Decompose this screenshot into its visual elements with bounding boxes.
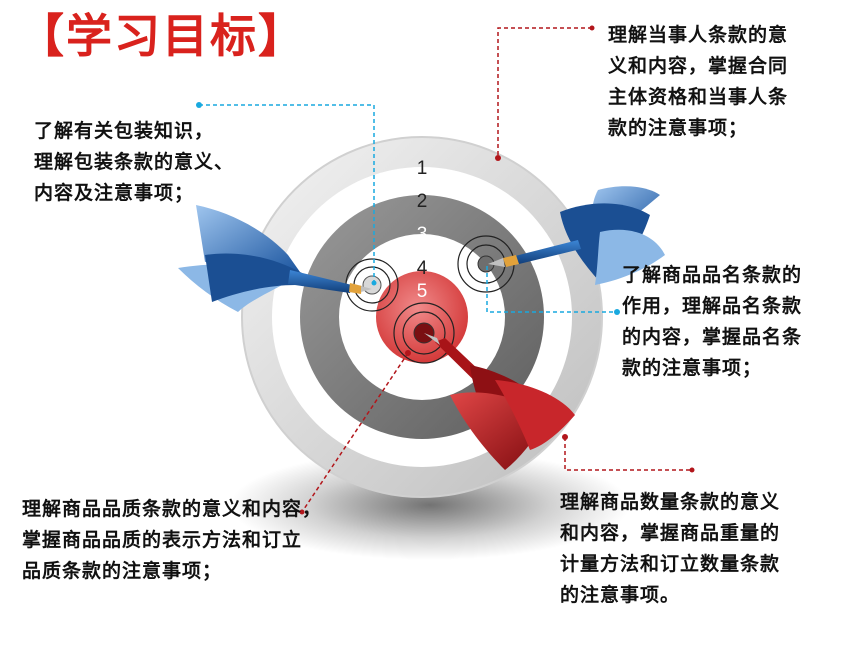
note-parties: 理解当事人条款的意 义和内容，掌握合同 主体资格和当事人条 款的注意事项； xyxy=(608,20,788,144)
note-line: 作用，理解品名条款 xyxy=(622,295,803,317)
connector-quantity xyxy=(562,434,695,473)
note-line: 品质条款的注意事项； xyxy=(22,560,223,582)
note-line: 和内容，掌握商品重量的 xyxy=(560,522,781,544)
note-name: 了解商品品名条款的 作用，理解品名条款 的内容，掌握品名条 款的注意事项； xyxy=(622,260,802,384)
ring-label-3: 3 xyxy=(417,224,428,245)
note-line: 款的注意事项； xyxy=(608,117,749,139)
note-line: 掌握商品品质的表示方法和订立 xyxy=(22,529,303,551)
note-line: 的注意事项。 xyxy=(560,584,681,606)
blue-dart-left xyxy=(178,205,372,312)
ring-label-4: 4 xyxy=(417,258,428,279)
blue-dart-right xyxy=(488,186,665,285)
connector-parties xyxy=(495,25,595,161)
note-line: 理解包装条款的意义、 xyxy=(34,151,235,173)
red-dart xyxy=(424,333,575,470)
note-quality: 理解商品品质条款的意义和内容， 掌握商品品质的表示方法和订立 品质条款的注意事项… xyxy=(22,494,322,587)
page-title: 【学习目标】 xyxy=(18,9,306,63)
note-quantity: 理解商品数量条款的意义 和内容，掌握商品重量的 计量方法和订立数量条款 的注意事… xyxy=(560,487,780,611)
note-line: 主体资格和当事人条 xyxy=(608,86,789,108)
connector-packaging xyxy=(196,102,377,286)
ring-label-1: 1 xyxy=(417,158,428,179)
note-line: 了解商品品名条款的 xyxy=(622,264,803,286)
note-line: 理解当事人条款的意 xyxy=(608,24,789,46)
note-line: 计量方法和订立数量条款 xyxy=(560,553,781,575)
note-line: 义和内容，掌握合同 xyxy=(608,55,789,77)
note-packaging: 了解有关包装知识， 理解包装条款的意义、 内容及注意事项； xyxy=(34,116,234,209)
note-line: 理解商品数量条款的意义 xyxy=(560,491,781,513)
ring-label-5: 5 xyxy=(417,281,428,302)
connector-quality xyxy=(299,350,411,515)
target-shadow xyxy=(230,450,630,560)
connector-name xyxy=(486,266,620,315)
ring-label-2: 2 xyxy=(417,191,428,212)
note-line: 款的注意事项； xyxy=(622,357,763,379)
note-line: 理解商品品质条款的意义和内容， xyxy=(22,498,323,520)
note-line: 了解有关包装知识， xyxy=(34,120,215,142)
note-line: 内容及注意事项； xyxy=(34,182,195,204)
note-line: 的内容，掌握品名条 xyxy=(622,326,803,348)
